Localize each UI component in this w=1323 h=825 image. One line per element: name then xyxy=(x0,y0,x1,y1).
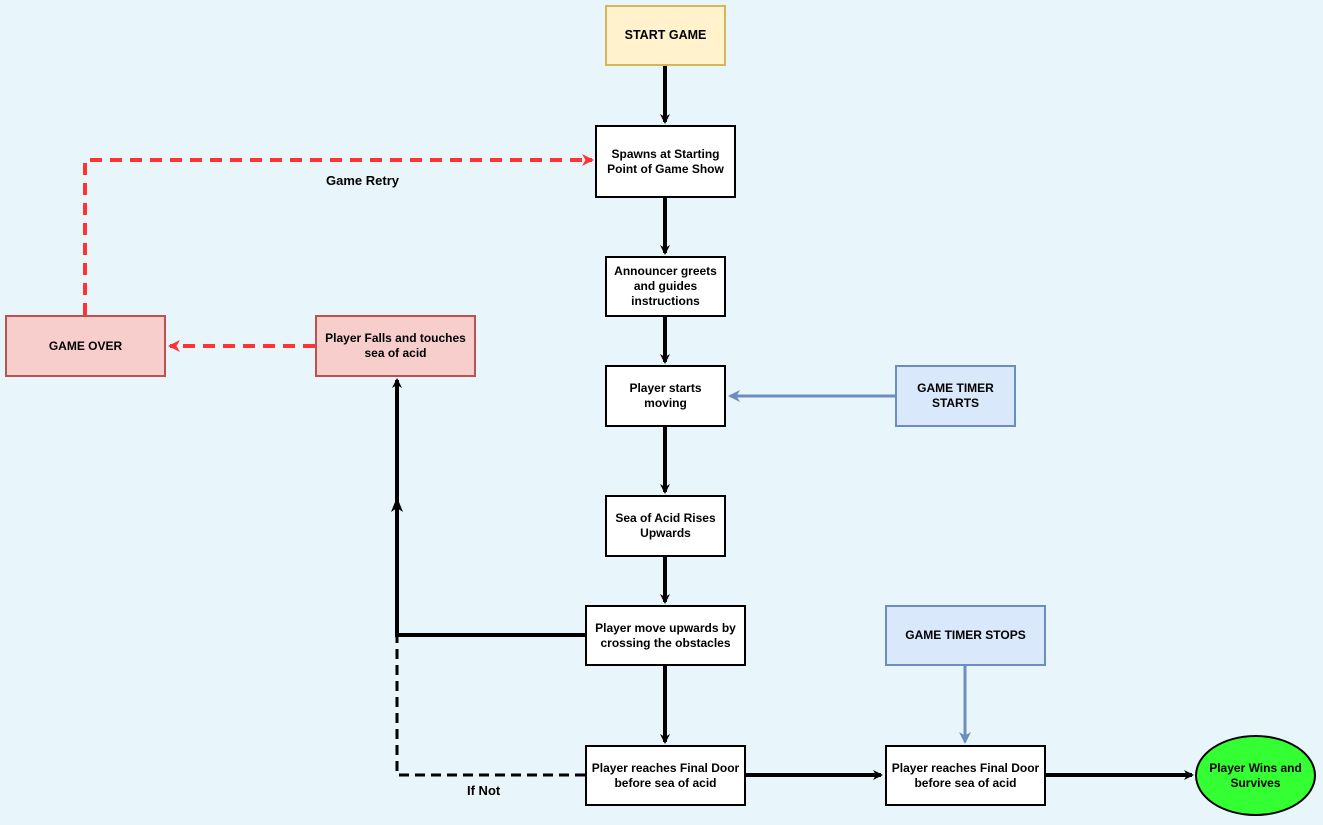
acid-rises-node: Sea of Acid Rises Upwards xyxy=(605,495,726,557)
spawn-label: Spawns at Starting Point of Game Show xyxy=(607,146,724,176)
announcer-label: Announcer greets and guides instructions xyxy=(614,264,717,308)
game-over-label: GAME OVER xyxy=(48,338,123,353)
reach-door-label-2: Player reaches Final Door before sea of … xyxy=(891,760,1040,790)
move-upwards-label: Player move upwards by crossing the obst… xyxy=(595,620,736,650)
announcer-node: Announcer greets and guides instructions xyxy=(605,256,726,317)
player-falls-node: Player Falls and touches sea of acid xyxy=(315,315,476,377)
timer-stops-label: GAME TIMER STOPS xyxy=(905,628,1026,642)
player-falls-label: Player Falls and touches sea of acid xyxy=(325,331,466,360)
spawn-node: Spawns at Starting Point of Game Show xyxy=(595,125,736,198)
reach-door-node-1: Player reaches Final Door before sea of … xyxy=(585,745,746,806)
player-starts-moving-node: Player starts moving xyxy=(605,365,726,427)
start-game-label: START GAME xyxy=(624,28,707,42)
game-over-node: GAME OVER xyxy=(5,315,166,377)
edge-falls-mid-arrow xyxy=(391,497,403,512)
reach-door-label-1: Player reaches Final Door before sea of … xyxy=(591,760,740,790)
player-wins-node: Player Wins and Survives xyxy=(1195,735,1316,816)
edge-retry xyxy=(83,154,594,315)
move-upwards-node: Player move upwards by crossing the obst… xyxy=(585,605,746,666)
if-not-edge-label: If Not xyxy=(467,783,501,798)
timer-stops-node: GAME TIMER STOPS xyxy=(885,605,1046,666)
start-game-node: START GAME xyxy=(605,5,726,66)
timer-starts-label: GAME TIMER STARTS xyxy=(917,381,994,410)
game-retry-edge-label: Game Retry xyxy=(326,173,399,188)
edge-if-not xyxy=(395,635,585,777)
reach-door-node-2: Player reaches Final Door before sea of … xyxy=(885,745,1046,806)
player-wins-label: Player Wins and Survives xyxy=(1209,760,1302,790)
player-starts-moving-label: Player starts moving xyxy=(629,381,702,410)
timer-starts-node: GAME TIMER STARTS xyxy=(895,365,1016,427)
edge-upwards-to-falls xyxy=(392,378,585,637)
acid-rises-label: Sea of Acid Rises Upwards xyxy=(615,511,716,540)
